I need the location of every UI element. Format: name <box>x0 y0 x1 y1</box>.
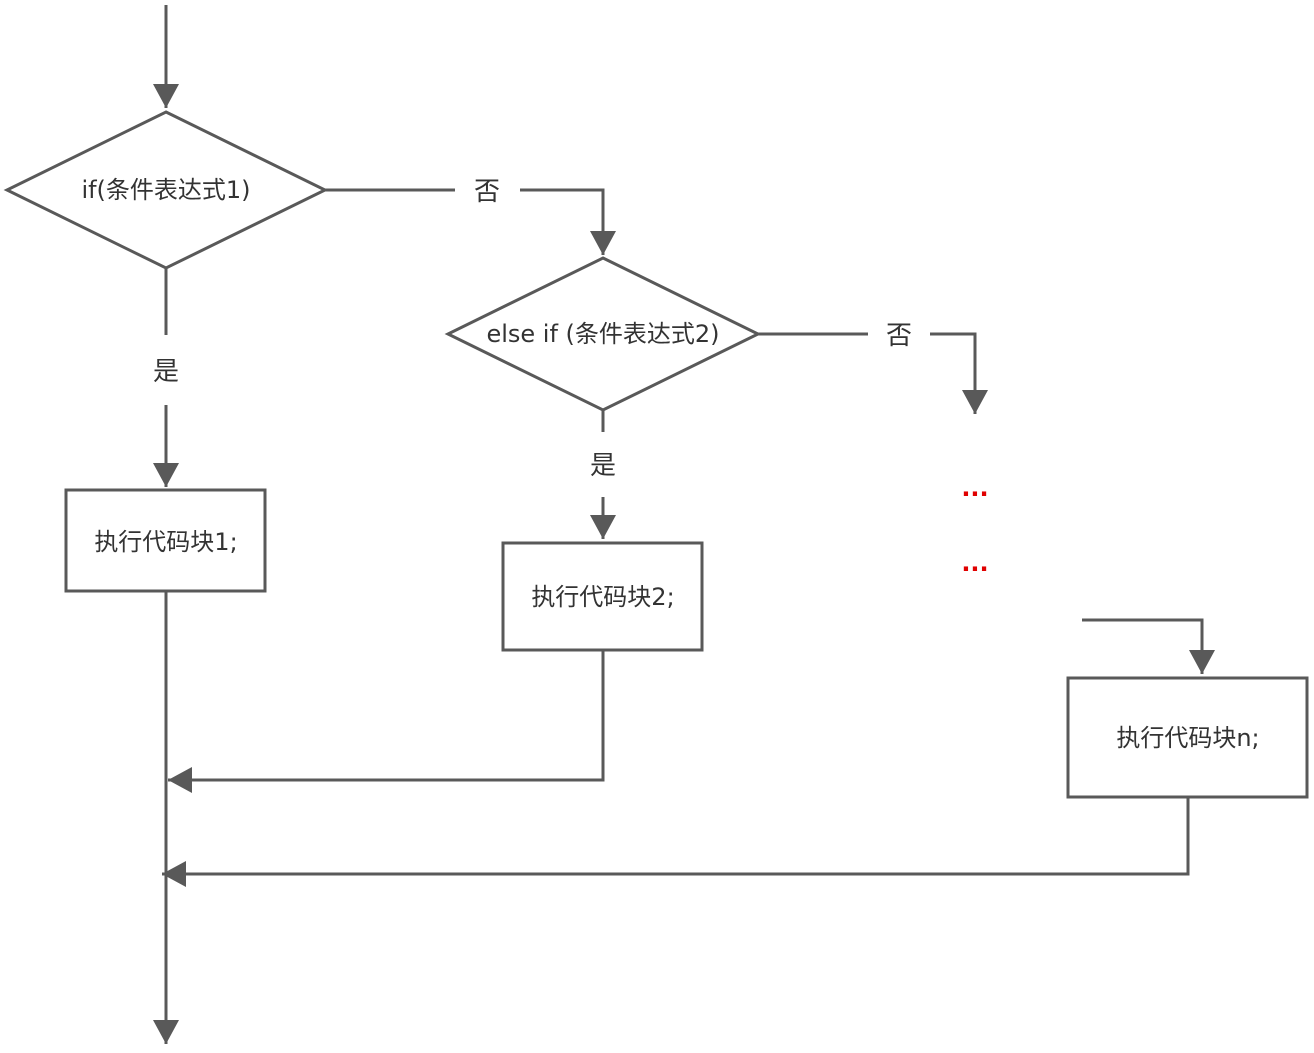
no2-line-right <box>930 332 988 414</box>
blockn-return-line <box>162 797 1190 887</box>
ellipsis-second: ... <box>961 549 988 577</box>
blockn-text: 执行代码块n; <box>1116 724 1259 752</box>
block1-box <box>64 488 267 593</box>
ellipsis-first: ... <box>961 474 988 502</box>
yes1-label: 是 <box>153 357 179 387</box>
blockn-entry-line <box>1082 618 1215 674</box>
yes2-label: 是 <box>590 451 616 481</box>
no1-line-right <box>520 188 616 255</box>
elseif-condition-text: else if (条件表达式2) <box>486 320 719 348</box>
if-condition-text: if(条件表达式1) <box>81 176 250 204</box>
block2-return-line <box>168 650 605 793</box>
block1-text: 执行代码块1; <box>94 528 237 556</box>
no2-label: 否 <box>886 321 912 351</box>
no1-label: 否 <box>474 177 500 207</box>
block2-text: 执行代码块2; <box>531 583 674 611</box>
